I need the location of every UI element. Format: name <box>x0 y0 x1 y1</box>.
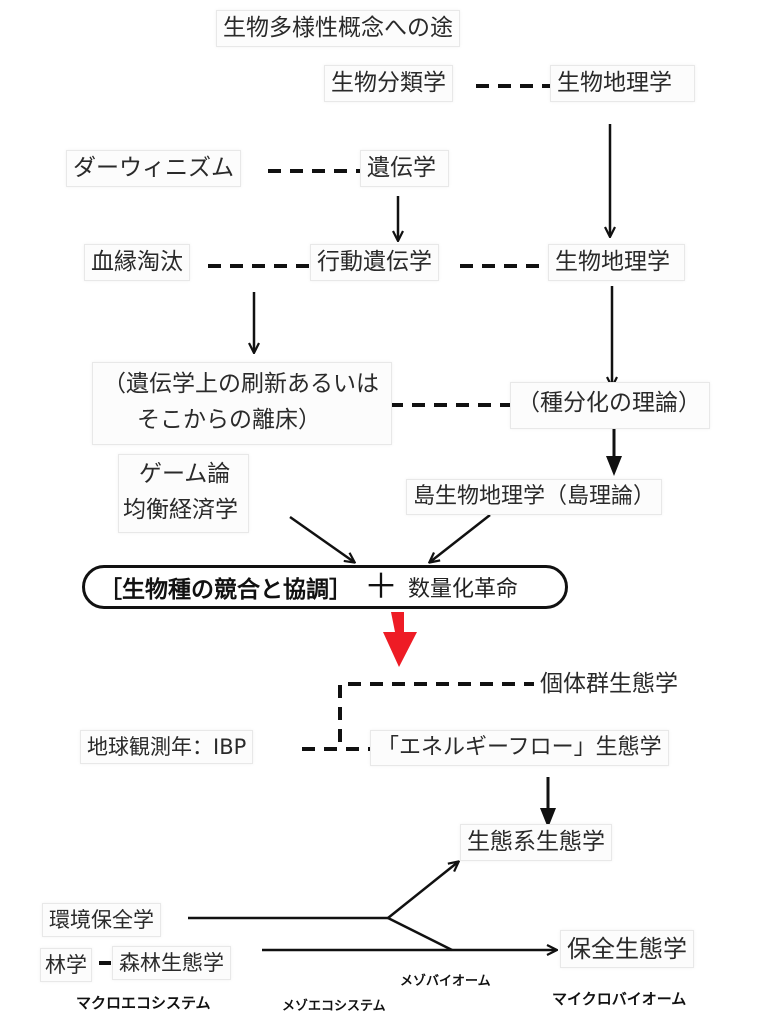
node-biogeography-top: 生物地理学 <box>550 65 695 102</box>
genetics-renewal-line1: （遺伝学上の刷新あるいは <box>103 371 379 397</box>
node-ibp: 地球観測年：IBP <box>80 730 254 765</box>
node-genetics-renewal: （遺伝学上の刷新あるいは そこからの離床） <box>92 362 392 446</box>
game-theory-line1: ゲーム論 <box>139 461 231 487</box>
node-ecosystem-ecology: 生態系生態学 <box>460 824 612 861</box>
node-biogeography-mid: 生物地理学 <box>548 244 685 281</box>
node-forestry: 林学 <box>40 948 92 983</box>
node-population-ecology: 個体群生態学 <box>534 667 684 702</box>
node-darwinism: ダーウィニズム <box>66 150 241 187</box>
node-environmental-conservation: 環境保全学 <box>42 903 161 938</box>
node-energy-flow-ecology: 「エネルギーフロー」生態学 <box>370 730 669 766</box>
label-mesobiome: メゾバイオーム <box>400 974 491 989</box>
node-behavioral-genetics: 行動遺伝学 <box>310 244 439 281</box>
node-forest-ecology: 森林生態学 <box>112 946 231 981</box>
game-theory-line2: 均衡経済学 <box>123 496 238 523</box>
diagram-title: 生物多様性概念への途 <box>216 10 460 47</box>
quantitative-revolution-label: 数量化革命 <box>408 577 519 602</box>
plus-sign: ＋ <box>364 567 398 607</box>
arrow-game-to-competition <box>289 515 354 562</box>
competition-label: ［生物種の競合と協調］ <box>99 577 352 603</box>
node-island-biogeography: 島生物地理学（島理論） <box>406 479 663 515</box>
node-game-theory: ゲーム論 均衡経済学 <box>118 454 249 534</box>
dash-population-bracket <box>338 682 536 742</box>
node-conservation-ecology: 保全生態学 <box>560 930 694 968</box>
red-accent-arrow <box>383 612 417 667</box>
node-genetics: 遺伝学 <box>360 150 449 187</box>
label-macroecosystem: マクロエコシステム <box>76 994 211 1012</box>
label-microbiome: マイクロバイオーム <box>552 990 687 1008</box>
node-taxonomy: 生物分類学 <box>324 65 453 102</box>
line-fork-to-conservation <box>387 916 453 952</box>
arrow-to-ecosystem-ecology <box>387 862 458 919</box>
node-speciation-theory: （種分化の理論） <box>510 382 710 429</box>
competition-quantitative-pill: ［生物種の競合と協調］ ＋ 数量化革命 <box>82 565 568 609</box>
node-kin-selection: 血縁淘汰 <box>84 244 190 281</box>
genetics-renewal-line2: そこからの離床） <box>137 406 321 433</box>
arrow-island-to-competition <box>430 514 491 562</box>
label-mesoecosystem: メゾエコシステム <box>282 999 386 1014</box>
